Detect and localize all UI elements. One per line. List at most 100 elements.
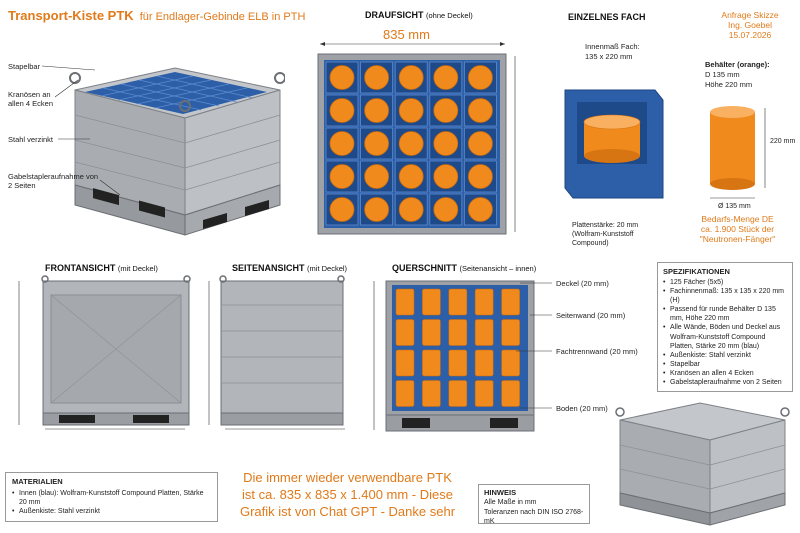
section-container bbox=[395, 380, 415, 407]
label-divider: Fachtrennwand (20 mm) bbox=[556, 347, 638, 356]
note-line-1: Die immer wieder verwendbare PTK bbox=[243, 470, 452, 485]
section-container bbox=[395, 288, 415, 316]
materials-list: Innen (blau): Wolfram-Kunststoff Compoun… bbox=[12, 489, 211, 516]
single-cell-drawing bbox=[564, 89, 664, 199]
label-lid: Deckel (20 mm) bbox=[556, 279, 609, 288]
spec-item: Gabelstapleraufnahme von 2 Seiten bbox=[663, 378, 787, 387]
section-container bbox=[422, 349, 441, 377]
top-view-container bbox=[433, 98, 459, 123]
demand-note: Bedarfs-Menge DE ca. 1.900 Stück der "Ne… bbox=[680, 214, 795, 245]
top-view-title-note: (ohne Deckel) bbox=[426, 11, 473, 20]
material-item: Außenkiste: Stahl verzinkt bbox=[12, 507, 211, 516]
section-container bbox=[474, 380, 494, 407]
top-view-container bbox=[433, 65, 459, 90]
section-container bbox=[422, 380, 441, 407]
section-view-note: (Seitenansicht – innen) bbox=[459, 264, 537, 273]
container-info: Behälter (orange): D 135 mm Höhe 220 mm bbox=[705, 60, 770, 89]
side-view-drawing bbox=[208, 275, 345, 430]
container-diameter: D 135 mm bbox=[705, 69, 740, 79]
specs-title: SPEZIFIKATIONEN bbox=[663, 267, 730, 276]
iso-crate-drawing bbox=[69, 67, 285, 236]
request-line-1: Anfrage Skizze bbox=[721, 10, 779, 20]
top-view-container bbox=[364, 98, 389, 123]
label-galvanized: Stahl verzinkt bbox=[8, 135, 54, 144]
section-container bbox=[448, 380, 468, 407]
top-view-title: DRAUFSICHT (ohne Deckel) bbox=[365, 10, 473, 20]
request-line-3: 15.07.2026 bbox=[728, 30, 772, 41]
subtitle-text: für Endlager-Gebinde ELB in PTH bbox=[139, 11, 306, 23]
top-view-title-text: DRAUFSICHT bbox=[365, 10, 424, 20]
title-text: Transport-Kiste PTK bbox=[8, 8, 134, 23]
spec-item: Außenkiste: Stahl verzinkt bbox=[663, 351, 787, 360]
front-view-title-text: FRONTANSICHT bbox=[45, 263, 116, 273]
top-view-container bbox=[467, 98, 493, 123]
cell-inner-label: Innenmaß Fach: bbox=[585, 42, 640, 51]
top-view-container bbox=[433, 164, 459, 189]
label-side-wall: Seitenwand (20 mm) bbox=[556, 311, 626, 320]
section-view-title-text: QUERSCHNITT bbox=[392, 263, 457, 273]
top-view-container bbox=[467, 131, 493, 156]
section-container bbox=[395, 349, 415, 377]
top-view-container bbox=[467, 197, 493, 222]
request-line-2: Ing. Goebel bbox=[728, 20, 772, 31]
section-container bbox=[501, 288, 520, 316]
section-view-title: QUERSCHNITT (Seitenansicht – innen) bbox=[392, 263, 536, 273]
top-view-container bbox=[364, 131, 389, 156]
hint-title: HINWEIS bbox=[484, 488, 517, 497]
section-container bbox=[501, 349, 520, 377]
demand-line-1: Bedarfs-Menge DE bbox=[701, 214, 774, 224]
front-view-title: FRONTANSICHT (mit Deckel) bbox=[45, 263, 158, 273]
hint-line-1: Alle Maße in mm bbox=[484, 499, 537, 507]
top-view-container bbox=[398, 164, 424, 189]
section-container bbox=[422, 319, 441, 346]
single-cell-title: EINZELNES FACH bbox=[568, 12, 646, 22]
spec-item: Passend für runde Behälter D 135 mm, Höh… bbox=[663, 305, 787, 323]
hint-line-2: Toleranzen nach DIN ISO 2768-mK bbox=[484, 508, 584, 525]
demand-line-3: "Neutronen-Fänger" bbox=[699, 234, 776, 245]
top-view-container bbox=[364, 197, 389, 222]
container-height: Höhe 220 mm bbox=[705, 79, 753, 89]
top-view-container bbox=[329, 197, 355, 222]
top-view-container bbox=[467, 65, 493, 90]
top-view-container bbox=[398, 131, 424, 156]
cell-inner-value: 135 x 220 mm bbox=[585, 52, 633, 61]
request-stamp: Anfrage Skizze Ing. Goebel 15.07.2026 bbox=[710, 10, 790, 41]
iso-lid-drawing bbox=[615, 402, 790, 526]
spec-item: Fachinnenmaß: 135 x 135 x 220 mm (H) bbox=[663, 287, 787, 305]
container-dim-diameter: Ø 135 mm bbox=[718, 203, 751, 210]
section-container bbox=[474, 288, 494, 316]
hint-box: HINWEIS Alle Maße in mm Toleranzen nach … bbox=[478, 484, 590, 525]
top-view-container bbox=[329, 131, 355, 156]
specs-list: 125 Fächer (5x5) Fachinnenmaß: 135 x 135… bbox=[663, 278, 787, 387]
side-view-title-text: SEITENANSICHT bbox=[232, 263, 305, 273]
section-container bbox=[474, 349, 494, 377]
top-view-container bbox=[364, 65, 389, 90]
section-container bbox=[448, 349, 468, 377]
page-title: Transport-Kiste PTK für Endlager-Gebinde … bbox=[8, 8, 305, 23]
top-view-container bbox=[364, 164, 389, 189]
materials-box: MATERIALIEN Innen (blau): Wolfram-Kunsts… bbox=[5, 472, 218, 522]
cell-wall-label: Plattenstärke: 20 mm (Wolfram-Kunststoff… bbox=[572, 222, 639, 247]
spec-item: Alle Wände, Böden und Deckel aus Wolfram… bbox=[663, 323, 787, 350]
container-dim-height: 220 mm bbox=[770, 138, 796, 145]
front-view-drawing bbox=[18, 275, 191, 430]
label-forklift: Gabelstapleraufnahme von 2 Seiten bbox=[8, 172, 99, 191]
label-stackable: Stapelbar bbox=[8, 62, 41, 71]
demand-line-2: ca. 1.900 Stück der bbox=[700, 224, 775, 235]
note-line-2: ist ca. 835 x 835 x 1.400 mm - Diese bbox=[242, 486, 453, 502]
spec-item: Kranösen an allen 4 Ecken bbox=[663, 369, 787, 378]
top-view-container bbox=[398, 98, 424, 123]
top-view-container bbox=[398, 65, 424, 90]
section-view-drawing bbox=[373, 280, 552, 432]
top-view-container bbox=[467, 164, 493, 189]
section-container bbox=[501, 380, 520, 407]
side-view-title: SEITENANSICHT (mit Deckel) bbox=[232, 263, 347, 273]
iso-view bbox=[55, 50, 285, 245]
note-line-3: Grafik ist von Chat GPT - Danke sehr bbox=[239, 503, 456, 519]
top-view-container bbox=[329, 98, 355, 123]
top-view-container bbox=[433, 197, 459, 222]
note-text: Die immer wieder verwendbare PTK ist ca.… bbox=[225, 470, 470, 521]
top-view-container bbox=[329, 164, 355, 189]
spec-item: Stapelbar bbox=[663, 360, 787, 369]
